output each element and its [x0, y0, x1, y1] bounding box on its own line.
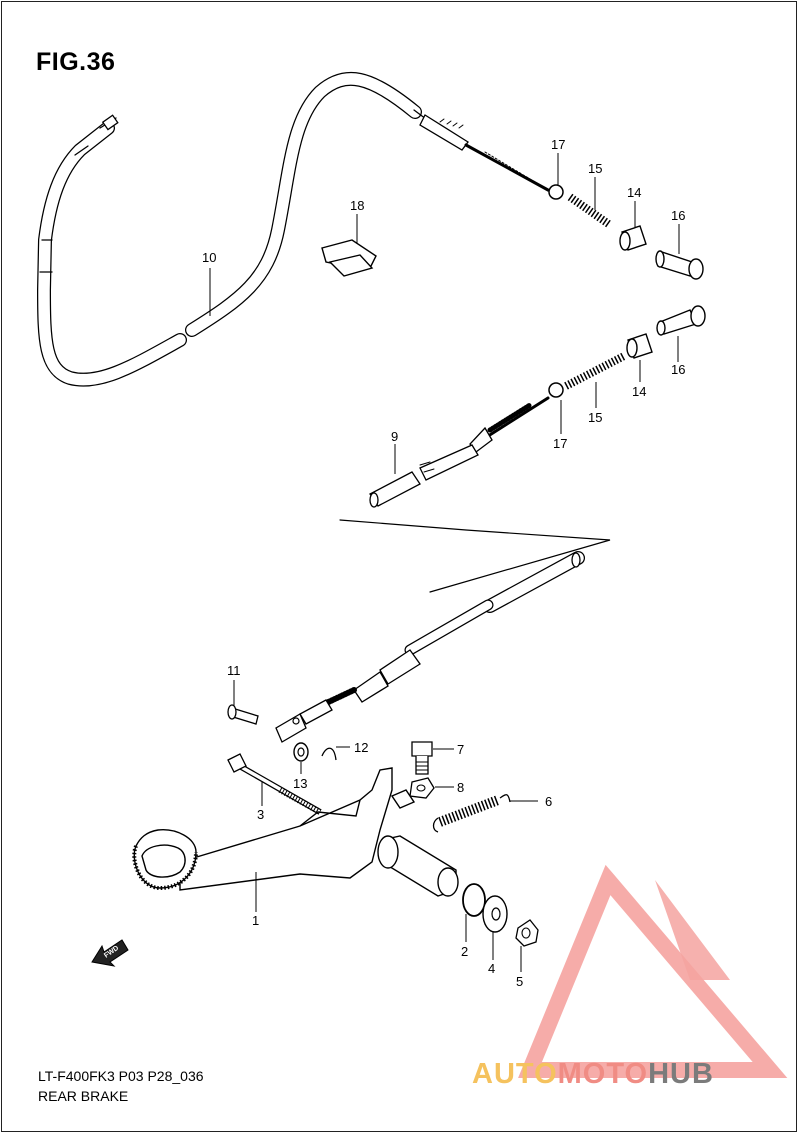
model-code: LT-F400FK3 P03 P28_036	[38, 1068, 204, 1084]
callout-17a: 17	[551, 137, 565, 152]
callout-3: 3	[257, 807, 264, 822]
part-16-pin-b	[656, 305, 706, 336]
callout-14a: 14	[627, 185, 641, 200]
watermark-auto: AUTO	[472, 1058, 558, 1090]
part-14-joint-b	[626, 333, 653, 359]
callout-5: 5	[516, 974, 523, 989]
part-10-upper-cable	[36, 71, 550, 387]
watermark-hub: HUB	[648, 1058, 714, 1090]
callout-8: 8	[457, 780, 464, 795]
part-16-pin	[655, 250, 704, 280]
part-5-nut	[515, 919, 539, 947]
watermark-logo: AUTOMOTOHUB	[472, 864, 788, 1090]
part-17-washer-b	[548, 382, 564, 398]
part-3-bolt	[227, 753, 322, 815]
callout-17b: 17	[553, 436, 567, 451]
part-4-washer	[482, 895, 508, 933]
part-8-nut	[409, 777, 435, 799]
part-18-clamp	[321, 239, 377, 277]
svg-text:AUTOMOTOHUB: AUTOMOTOHUB	[472, 1058, 714, 1090]
callout-10: 10	[202, 250, 216, 265]
part-7-bolt	[411, 741, 433, 775]
forward-arrow-icon: FWD	[91, 939, 129, 967]
part-9-lower-cable	[275, 396, 611, 743]
part-14-joint	[619, 225, 647, 251]
part-1-brake-pedal	[132, 767, 459, 897]
callout-13: 13	[293, 776, 307, 791]
callout-11: 11	[227, 663, 241, 678]
callout-labels: 10 18 17 15 14 16 16 14 15 17 9 11 13 12…	[202, 137, 685, 989]
callout-15b: 15	[588, 410, 602, 425]
callout-7: 7	[457, 742, 464, 757]
callout-9: 9	[391, 429, 398, 444]
callout-12: 12	[354, 740, 368, 755]
part-15-spring-b	[564, 352, 626, 390]
figure-title: FIG.36	[36, 48, 116, 76]
part-13-washer	[293, 742, 309, 762]
callout-14b: 14	[632, 384, 646, 399]
part-17-washer	[548, 184, 564, 200]
callout-16a: 16	[671, 208, 685, 223]
callout-4: 4	[488, 961, 495, 976]
watermark-moto: MOTO	[558, 1058, 648, 1090]
callout-18: 18	[350, 198, 364, 213]
part-15-spring	[567, 193, 613, 229]
leader-lines	[209, 153, 680, 972]
callout-1: 1	[252, 913, 259, 928]
callout-15a: 15	[588, 161, 602, 176]
part-6-spring	[432, 794, 511, 833]
callout-2: 2	[461, 944, 468, 959]
callout-6: 6	[545, 794, 552, 809]
callout-16b: 16	[671, 362, 685, 377]
part-12-cotter-pin	[321, 747, 337, 761]
part-11-clevis-pin	[227, 704, 259, 725]
part-2-ring	[462, 883, 486, 917]
section-name: REAR BRAKE	[38, 1088, 129, 1104]
